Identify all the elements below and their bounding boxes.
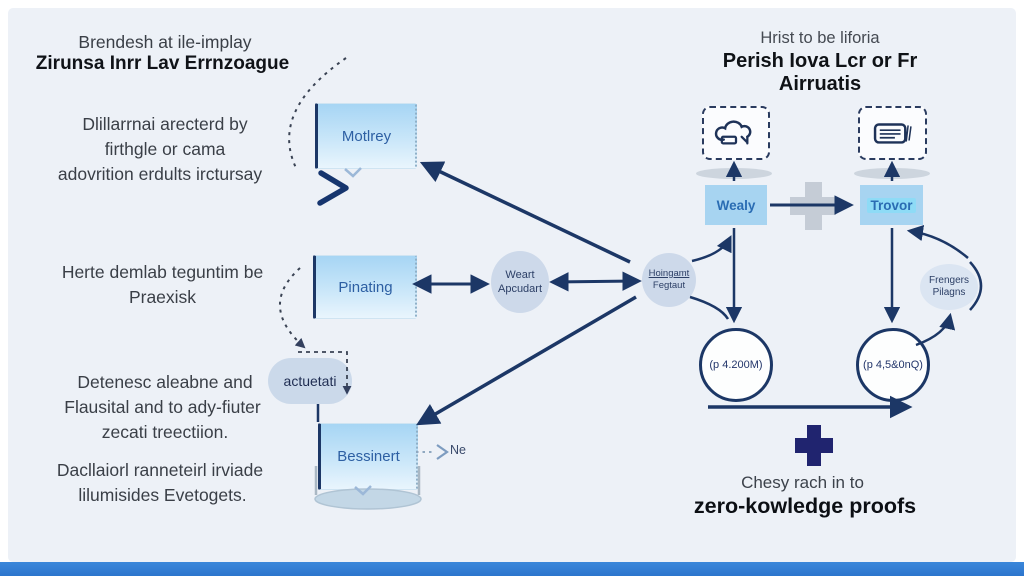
para4-line2: lilumisides Evetogets. — [78, 485, 247, 505]
weart-circle: Weart Apcudart — [491, 251, 549, 313]
bottom-bar — [0, 562, 1024, 576]
hoingame-label-line2: Fegtaut — [652, 280, 686, 291]
cloud-icon-card — [702, 106, 770, 160]
trovor-box: Trovor — [860, 185, 923, 225]
intro-line1: Brendesh at ile-implay — [78, 32, 252, 52]
para1-line2: firthgle or cama — [104, 139, 226, 159]
para4-line1: Dacllaiorl ranneteirl irviade — [56, 460, 264, 480]
frengers-blob: Frengers Pilagns — [920, 264, 978, 310]
para3-line3: zecati treectiion. — [101, 422, 229, 442]
bessinert-node: Bessinert — [318, 423, 418, 490]
proof-circle-right: (p 4,5&0nQ) — [856, 328, 930, 402]
hoingame-label-line1: Hoingamt — [648, 268, 690, 279]
proof-right-label: (p 4,5&0nQ) — [863, 359, 923, 371]
document-icon-card — [858, 106, 927, 160]
para1-line1: Dlillarrnai arecterd by — [82, 114, 248, 134]
right-icon-shadow — [854, 168, 930, 179]
hoingame-circle: Hoingamt Fegtaut — [642, 253, 696, 307]
motley-label: Motlrey — [341, 127, 392, 145]
weart-label-line2: Apcudart — [497, 283, 543, 295]
proof-left-label: (p 4.200M) — [709, 359, 763, 371]
intro-line2: Zirunsa Inrr Lav Errnzoague — [35, 53, 290, 74]
pinating-label: Pinating — [338, 278, 393, 296]
para3-line1: Detenesc aleabne and — [77, 372, 253, 392]
para2-line1: Herte demlab teguntim be — [61, 262, 264, 282]
ne-label: Ne — [450, 443, 466, 457]
right-header-line2: Perish Iova Lcr or Fr Airruatis — [722, 50, 918, 95]
cloud-icon — [714, 120, 752, 145]
wealy-box: Wealy — [705, 185, 767, 225]
document-icon — [873, 123, 912, 144]
wealy-label: Wealy — [716, 197, 756, 213]
weart-label-line1: Weart — [505, 269, 535, 281]
trovor-label: Trovor — [867, 197, 916, 213]
plus-icon-navy — [795, 425, 833, 466]
motley-node: Motlrey — [315, 103, 417, 169]
actuetati-blob: actuetati — [268, 358, 352, 404]
left-icon-shadow — [696, 168, 772, 179]
frengers-label-line1: Frengers — [928, 275, 969, 286]
right-header-line1: Hrist to be liforia — [760, 29, 880, 47]
footer-line1: Chesy rach in to — [741, 473, 864, 492]
actuetati-label: actuetati — [283, 373, 337, 389]
para1-line3: adovrition erdults irctursay — [57, 164, 263, 184]
plus-icon-gray — [790, 182, 836, 230]
pinating-node: Pinating — [313, 255, 417, 319]
footer-line2: zero-kowledge proofs — [693, 494, 917, 518]
para3-line2: Flausital and to ady-fiuter — [64, 397, 261, 417]
bessinert-label: Bessinert — [337, 448, 400, 465]
para2-line2: Praexisk — [128, 287, 197, 307]
frengers-label-line2: Pilagns — [932, 287, 966, 298]
proof-circle-left: (p 4.200M) — [699, 328, 773, 402]
